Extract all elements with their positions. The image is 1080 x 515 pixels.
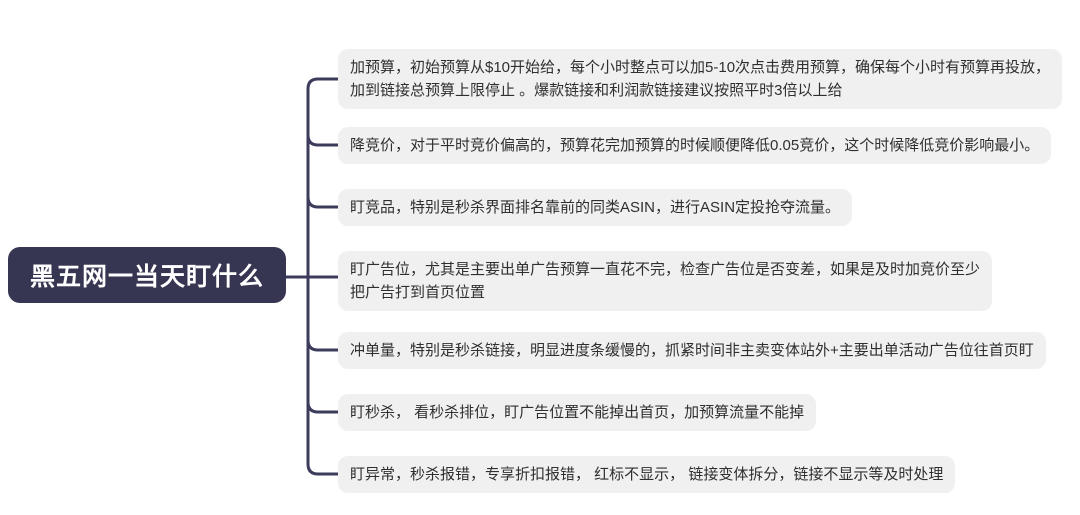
branch-node-watch-errors[interactable]: 盯异常，秒杀报错，专享折扣报错， 红标不显示， 链接变体拆分，链接不显示等及时处…: [338, 456, 956, 493]
branch-node-watch-competitor[interactable]: 盯竞品，特别是秒杀界面排名靠前的同类ASIN，进行ASIN定投抢夺流量。: [338, 189, 853, 226]
branch-node-watch-deal[interactable]: 盯秒杀， 看秒杀排位，盯广告位置不能掉出首页，加预算流量不能掉: [338, 394, 817, 431]
branch-node-add-budget[interactable]: 加预算，初始预算从$10开始给，每个小时整点可以加5-10次点击费用预算，确保每…: [338, 49, 1063, 109]
connector-trunk: [306, 77, 340, 476]
connector-branch-3: [306, 195, 340, 209]
connector-branch-6: [306, 400, 340, 414]
branch-node-push-orders[interactable]: 冲单量，特别是秒杀链接，明显进度条缓慢的，抓紧时间非主卖变体站外+主要出单活动广…: [338, 332, 1046, 369]
connector-branch-5: [306, 338, 340, 352]
branch-node-watch-ad-position[interactable]: 盯广告位，尤其是主要出单广告预算一直花不完，检查广告位是否变差，如果是及时加竞价…: [338, 251, 993, 311]
root-node[interactable]: 黑五网一当天盯什么: [8, 247, 286, 303]
branch-node-lower-bid[interactable]: 降竞价，对于平时竞价偏高的，预算花完加预算的时候顺便降低0.05竞价，这个时候降…: [338, 127, 1052, 164]
connector-branch-2: [306, 133, 340, 147]
